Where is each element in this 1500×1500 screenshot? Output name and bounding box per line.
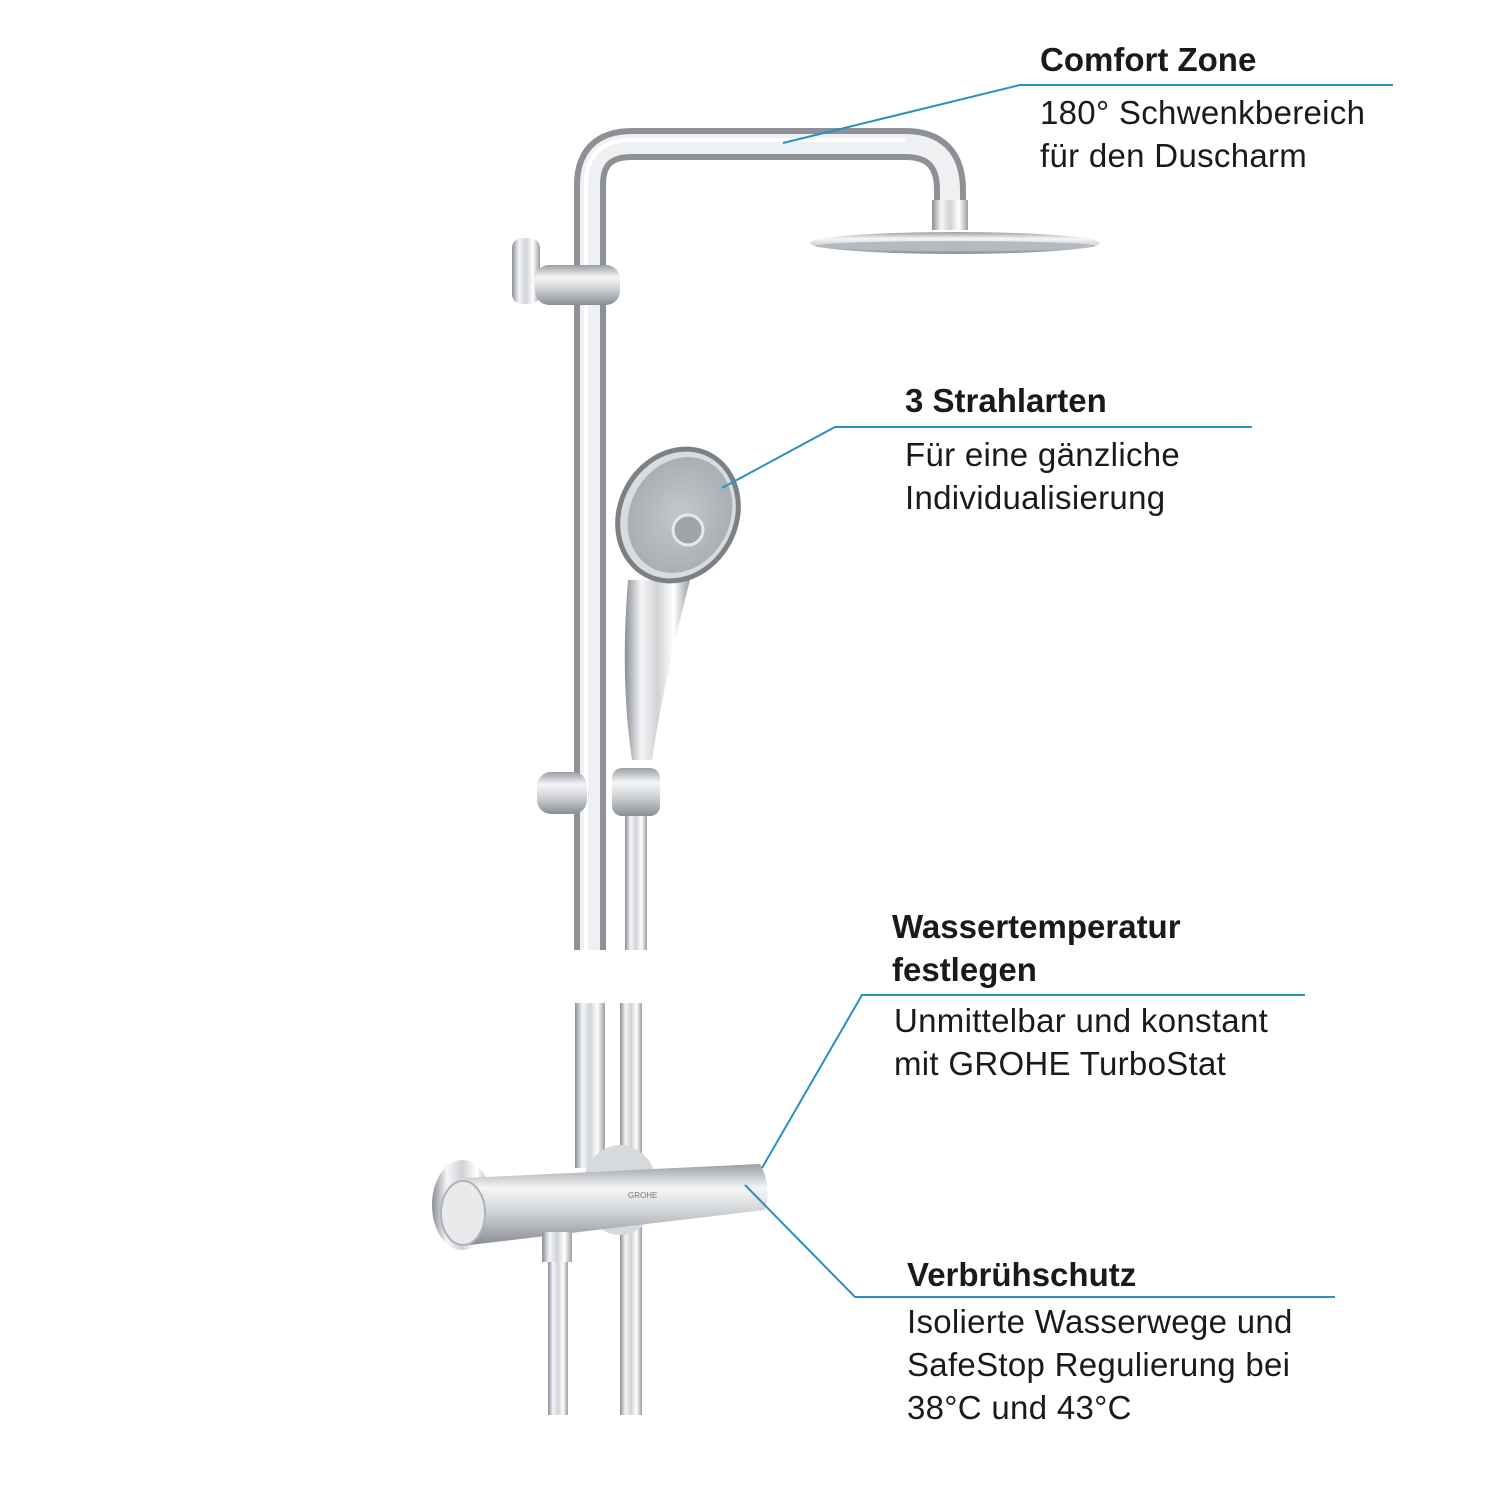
callout-body-line: mit GROHE TurboStat xyxy=(894,1045,1227,1082)
callout-title: Comfort Zone xyxy=(1040,41,1257,78)
callout-body-line: 180° Schwenkbereich xyxy=(1040,94,1366,131)
callout-body-line: Isolierte Wasserwege und xyxy=(907,1303,1293,1340)
callout-comfort-zone: Comfort Zone 180° Schwenkbereich für den… xyxy=(1040,38,1365,177)
leader-line-wassertemperatur xyxy=(761,994,1305,1169)
callout-title: Verbrühschutz xyxy=(907,1256,1137,1293)
callout-body-line: Unmittelbar und konstant xyxy=(894,1002,1269,1039)
riser-pipe xyxy=(574,128,966,1168)
callout-title: Wassertemperatur xyxy=(892,908,1181,945)
callout-body-line: SafeStop Regulierung bei xyxy=(907,1346,1291,1383)
callout-title: festlegen xyxy=(892,951,1037,988)
slide-holder xyxy=(537,768,660,816)
callout-verbruehschutz: Verbrühschutz Isolierte Wasserwege und S… xyxy=(907,1253,1293,1429)
wall-bracket xyxy=(512,238,620,305)
callout-body-line: für den Duscharm xyxy=(1040,137,1308,174)
leader-line-comfort-zone xyxy=(782,84,1393,144)
callout-body-line: Individualisierung xyxy=(905,479,1166,516)
hand-shower xyxy=(615,446,741,760)
leader-line-strahlarten xyxy=(721,426,1252,489)
callout-body-line: Für eine gänzliche xyxy=(905,436,1181,473)
leader-lines xyxy=(721,84,1393,1298)
head-shower xyxy=(810,200,1100,254)
callout-strahlarten: 3 Strahlarten Für eine gänzliche Individ… xyxy=(905,379,1180,519)
leader-line-verbruehschutz xyxy=(744,1184,1335,1298)
callout-title: 3 Strahlarten xyxy=(905,382,1107,419)
callout-wassertemperatur: Wassertemperatur festlegen Unmittelbar u… xyxy=(892,905,1268,1085)
brand-logo: GROHE xyxy=(628,1191,657,1200)
thermostat-mixer: GROHE xyxy=(432,1145,768,1262)
callout-body-line: 38°C und 43°C xyxy=(907,1389,1132,1426)
